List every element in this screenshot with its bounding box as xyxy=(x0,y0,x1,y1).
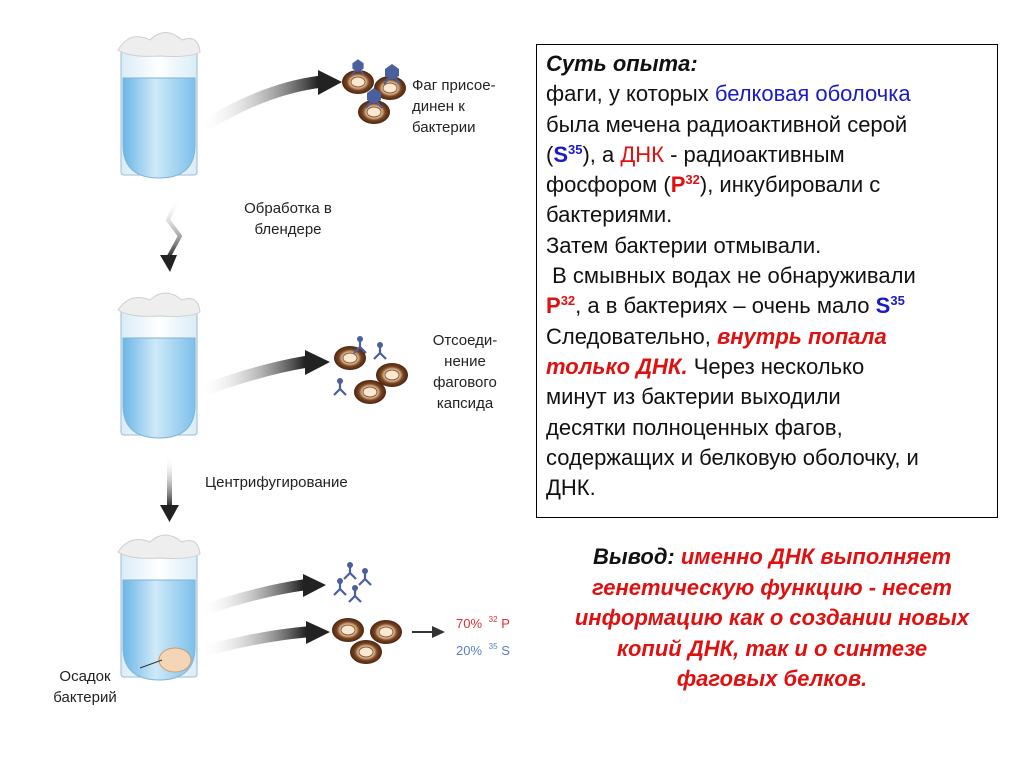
arrow-to-attached xyxy=(192,76,324,136)
label-detached: Отсоеди- нение фагового капсида xyxy=(432,332,498,412)
summary-line: только ДНК. Через несколько xyxy=(546,353,865,379)
experiment-summary-box: Суть опыта: фаги, у которых белковая обо… xyxy=(536,44,998,518)
summary-heading: Суть опыта: xyxy=(546,51,698,76)
summary-line: фосфором (P32), инкубировали с xyxy=(546,172,881,198)
summary-line: ДНК. xyxy=(546,475,596,501)
summary-line: была мечена радиоактивной серой xyxy=(546,111,908,137)
summary-line: Следовательно, внутрь попала xyxy=(546,323,887,349)
supernatant-capsids xyxy=(332,560,373,604)
label-attached: Фаг присое- динен к бактерии xyxy=(412,77,496,136)
blender-arrow xyxy=(165,197,183,259)
centrifuge-arrow xyxy=(167,455,172,507)
result-s35: 20% 35 S xyxy=(456,637,510,658)
test-tube-2 xyxy=(117,292,201,439)
summary-line: В смывных водах не обнаруживали xyxy=(546,263,916,289)
summary-line: содержащих и белковую оболочку, и xyxy=(546,444,919,470)
result-p32: 70% 32 P xyxy=(456,610,510,631)
pellet-bacteria xyxy=(331,617,403,665)
label-blender: Обработка в блендере xyxy=(244,200,332,238)
arrow-to-supernatant xyxy=(192,579,309,618)
detached-phage-cluster xyxy=(332,334,409,405)
summary-line: (S35), а ДНК - радиоактивным xyxy=(546,141,845,167)
summary-line: P32, а в бактериях – очень мало S35 xyxy=(546,293,905,319)
attached-phage-cluster xyxy=(341,58,407,125)
summary-line: бактериями. xyxy=(546,202,673,228)
test-tube-1 xyxy=(117,32,201,179)
label-sediment: Осадок бактерий xyxy=(53,668,117,706)
summary-line: Затем бактерии отмывали. xyxy=(546,232,822,258)
arrow-to-detached xyxy=(192,356,311,398)
label-centrifuge: Центрифугирование xyxy=(205,474,348,491)
summary-line: фаги, у которых белковая оболочка xyxy=(546,81,911,107)
conclusion: Вывод: именно ДНК выполняет генетическую… xyxy=(574,544,970,691)
arrow-to-pellet xyxy=(194,626,312,658)
test-tube-3 xyxy=(117,534,201,681)
summary-line: десятки полноценных фагов, xyxy=(546,414,843,440)
summary-line: минут из бактерии выходили xyxy=(546,384,841,410)
